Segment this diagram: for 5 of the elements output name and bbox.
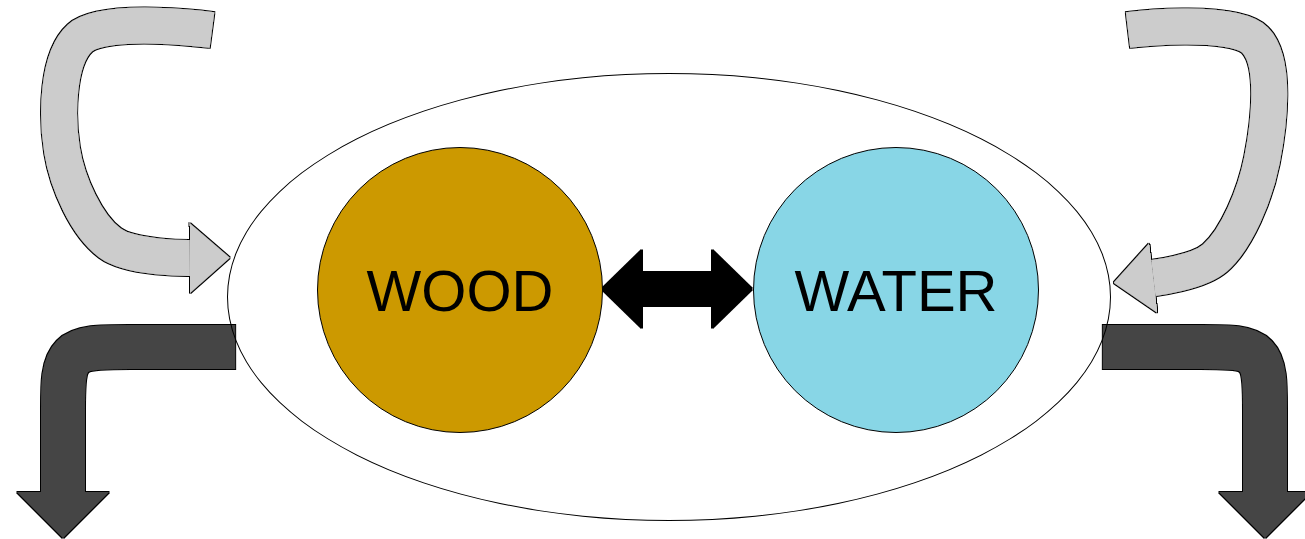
block-arrow — [41, 7, 230, 293]
block-arrow — [1113, 8, 1288, 313]
node-label: WATER — [794, 256, 998, 324]
block-arrow — [602, 250, 752, 328]
node-label: WOOD — [366, 256, 554, 324]
